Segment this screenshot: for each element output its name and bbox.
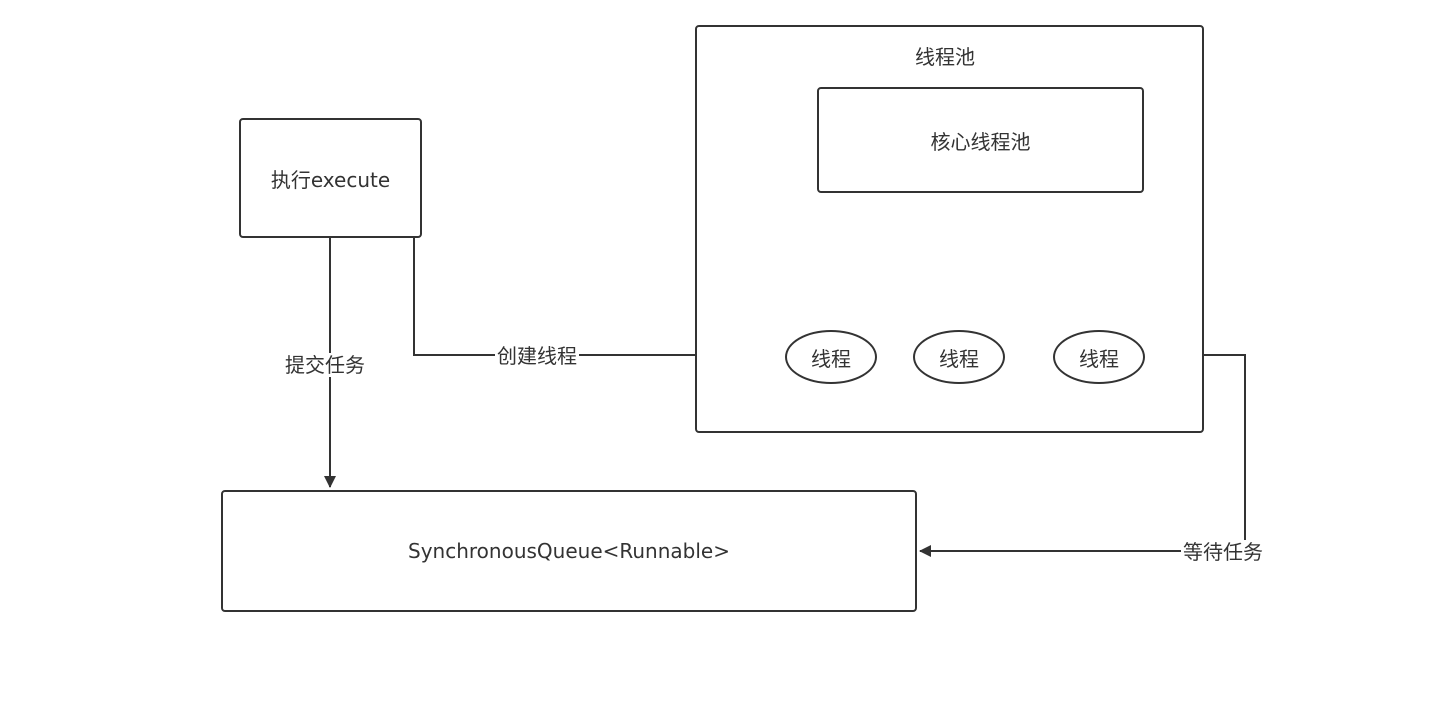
core-thread-pool-node: 核心线程池 xyxy=(817,87,1144,193)
core-thread-pool-label: 核心线程池 xyxy=(930,129,1031,154)
edge-label-wait-task: 等待任务 xyxy=(1181,540,1265,564)
edge-label-create-thread: 创建线程 xyxy=(495,344,579,368)
edge-create-thread xyxy=(413,238,783,361)
thread-node-1: 线程 xyxy=(785,330,877,384)
thread-node-2: 线程 xyxy=(913,330,1005,384)
thread-pool-title: 线程池 xyxy=(915,45,975,69)
thread-node-label: 线程 xyxy=(1079,346,1119,371)
synchronous-queue-node: SynchronousQueue<Runnable> xyxy=(221,490,917,612)
thread-node-3: 线程 xyxy=(1053,330,1145,384)
thread-node-label: 线程 xyxy=(939,346,979,371)
execute-node-label: 执行execute xyxy=(270,167,391,192)
execute-node: 执行execute xyxy=(239,118,422,238)
synchronous-queue-label: SynchronousQueue<Runnable> xyxy=(408,539,730,563)
edge-label-submit-task: 提交任务 xyxy=(283,353,367,377)
thread-node-label: 线程 xyxy=(811,346,851,371)
